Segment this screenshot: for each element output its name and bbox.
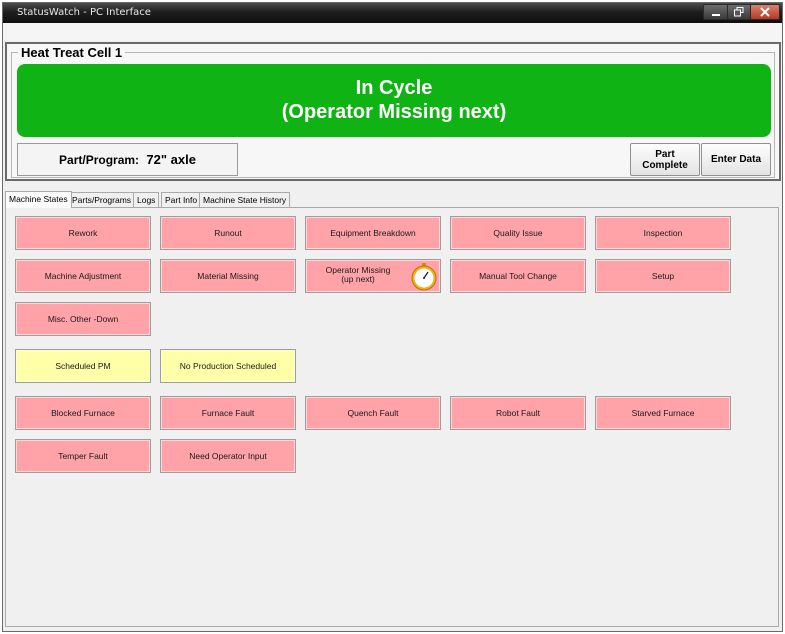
state-need-operator-input-button[interactable]: Need Operator Input xyxy=(160,439,296,473)
status-text: In Cycle xyxy=(355,77,433,99)
state-no-production-scheduled-button[interactable]: No Production Scheduled xyxy=(160,349,296,383)
state-material-missing-button[interactable]: Material Missing xyxy=(160,259,296,293)
window-title: StatusWatch - PC Interface xyxy=(17,7,151,18)
cell-name: Heat Treat Cell 1 xyxy=(18,45,126,60)
part-complete-label-1: Part xyxy=(655,149,675,160)
state-blocked-furnace-button[interactable]: Blocked Furnace xyxy=(15,396,151,430)
tab-machine-state-history[interactable]: Machine State History xyxy=(199,192,291,208)
state-temper-fault-button[interactable]: Temper Fault xyxy=(15,439,151,473)
part-program-value: 72" axle xyxy=(146,152,196,167)
part-program-label: Part/Program: xyxy=(59,153,140,167)
state-quench-fault-button[interactable]: Quench Fault xyxy=(305,396,441,430)
restore-icon xyxy=(734,7,744,17)
state-quality-issue-button[interactable]: Quality Issue xyxy=(450,216,586,250)
minimize-button[interactable] xyxy=(703,4,728,20)
cell-groupbox xyxy=(11,52,775,178)
close-icon xyxy=(760,7,770,17)
state-manual-tool-change-button[interactable]: Manual Tool Change xyxy=(450,259,586,293)
title-bar[interactable]: StatusWatch - PC Interface xyxy=(3,3,782,23)
state-machine-adjustment-button[interactable]: Machine Adjustment xyxy=(15,259,151,293)
state-robot-fault-button[interactable]: Robot Fault xyxy=(450,396,586,430)
state-furnace-fault-button[interactable]: Furnace Fault xyxy=(160,396,296,430)
state-equipment-breakdown-button[interactable]: Equipment Breakdown xyxy=(305,216,441,250)
state-runout-button[interactable]: Runout xyxy=(160,216,296,250)
state-operator-missing-button[interactable]: Operator Missing (up next) xyxy=(305,259,441,293)
tab-part-info[interactable]: Part Info xyxy=(161,192,202,208)
state-misc-other-down-button[interactable]: Misc. Other -Down xyxy=(15,302,151,336)
state-scheduled-pm-button[interactable]: Scheduled PM xyxy=(15,349,151,383)
cell-status-panel: Heat Treat Cell 1 In Cycle (Operator Mis… xyxy=(5,42,781,181)
close-button[interactable] xyxy=(750,4,780,20)
restore-button[interactable] xyxy=(727,4,751,20)
state-setup-button[interactable]: Setup xyxy=(595,259,731,293)
state-starved-furnace-button[interactable]: Starved Furnace xyxy=(595,396,731,430)
part-complete-label-2: Complete xyxy=(642,160,688,171)
part-program-display: Part/Program: 72" axle xyxy=(17,143,238,176)
state-rework-button[interactable]: Rework xyxy=(15,216,151,250)
operator-missing-sublabel: (up next) xyxy=(341,273,375,284)
tab-machine-states[interactable]: Machine States xyxy=(5,191,72,208)
status-next-text: (Operator Missing next) xyxy=(281,101,507,123)
state-inspection-button[interactable]: Inspection xyxy=(595,216,731,250)
machine-states-panel: Rework Runout Equipment Breakdown Qualit… xyxy=(5,207,779,627)
minimize-icon xyxy=(711,14,720,16)
enter-data-button[interactable]: Enter Data xyxy=(701,143,771,176)
tab-logs[interactable]: Logs xyxy=(133,192,160,208)
part-complete-button[interactable]: Part Complete xyxy=(630,143,700,176)
tab-parts-programs[interactable]: Parts/Programs xyxy=(68,192,136,208)
status-banner: In Cycle (Operator Missing next) xyxy=(17,64,771,137)
stopwatch-icon xyxy=(411,263,437,291)
operator-missing-label: Operator Missing xyxy=(325,264,391,275)
menu-strip xyxy=(3,23,782,41)
